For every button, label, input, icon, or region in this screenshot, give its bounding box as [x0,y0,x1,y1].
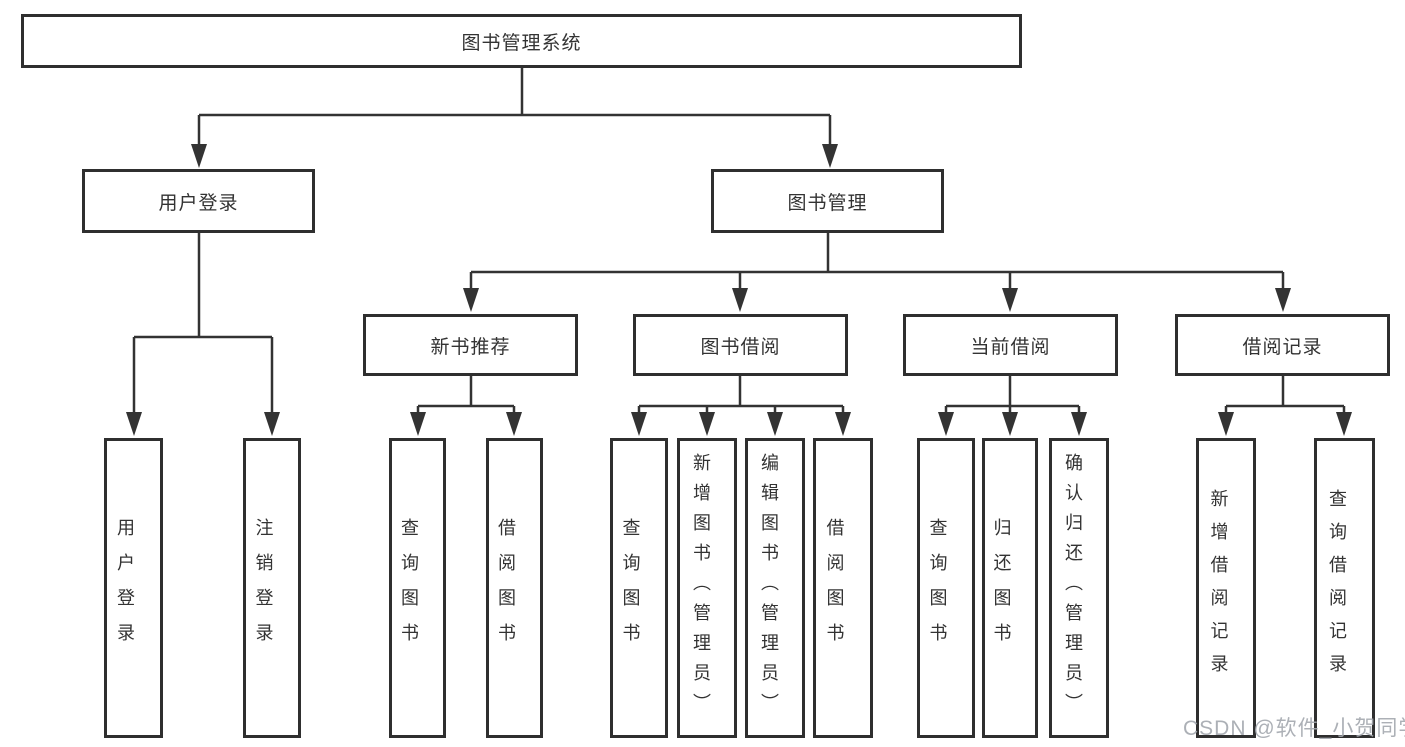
leaf-label: 编辑图书（管理员） [759,453,779,723]
connector-new-book-to-leaves [410,376,522,436]
node-label: 新书推荐 [430,336,511,358]
leaf-label: 查询图书 [927,518,948,658]
node-book-borrow: 图书借阅 [633,314,848,376]
connector-current-borrow-to-leaves [938,376,1087,436]
leaf-add-borrow-record: 新增借阅记录 [1196,438,1256,738]
node-label: 用户登录 [158,192,239,214]
leaf-confirm-return-admin: 确认归还（管理员） [1049,438,1109,738]
connector-book-management-to-level3 [463,233,1291,312]
node-borrow-records: 借阅记录 [1175,314,1390,376]
connector-root-to-level2 [191,68,838,168]
leaf-borrow-books: 借阅图书 [813,438,873,738]
leaf-edit-books-admin: 编辑图书（管理员） [745,438,805,738]
node-label: 当前借阅 [970,336,1051,358]
leaf-query-borrow-record: 查询借阅记录 [1314,438,1375,738]
leaf-query-books-current: 查询图书 [917,438,975,738]
node-label: 图书管理 [787,192,868,214]
leaf-borrow-books-recommend: 借阅图书 [486,438,543,738]
node-label: 图书借阅 [700,336,781,358]
leaf-query-books-recommend: 查询图书 [389,438,446,738]
connector-borrow-record-to-leaves [1218,376,1352,436]
node-library-management-system: 图书管理系统 [21,14,1022,68]
node-user-login: 用户登录 [82,169,315,233]
leaf-label: 新增图书（管理员） [691,453,711,723]
leaf-label: 查询图书 [620,518,641,658]
leaf-label: 借阅图书 [824,518,845,658]
leaf-label: 注销登录 [253,518,274,658]
leaf-add-books-admin: 新增图书（管理员） [677,438,737,738]
node-label: 图书管理系统 [461,32,582,54]
node-new-book-recommend: 新书推荐 [363,314,578,376]
connector-book-borrow-to-leaves [631,376,851,436]
leaf-query-books-borrow: 查询图书 [610,438,668,738]
node-book-management: 图书管理 [711,169,944,233]
leaf-label: 查询借阅记录 [1327,489,1347,687]
leaf-logout: 注销登录 [243,438,301,738]
leaf-user-login: 用户登录 [104,438,163,738]
leaf-label: 用户登录 [115,518,135,658]
leaf-label: 确认归还（管理员） [1063,453,1083,723]
connector-user-login-to-leaves [126,233,280,436]
node-current-borrow: 当前借阅 [903,314,1118,376]
csdn-watermark: CSDN @软件_小贺同学 [1183,717,1405,740]
leaf-label: 借阅图书 [496,518,516,658]
leaf-label: 查询图书 [399,518,419,658]
leaf-label: 归还图书 [991,518,1012,658]
node-label: 借阅记录 [1242,336,1323,358]
leaf-label: 新增借阅记录 [1208,489,1229,687]
leaf-return-books: 归还图书 [982,438,1038,738]
